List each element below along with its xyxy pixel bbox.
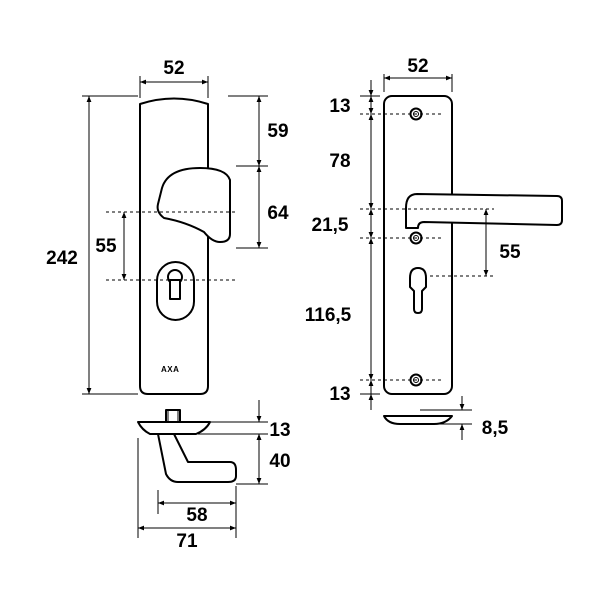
back-edge-thickness-label: 8,5 <box>482 418 509 439</box>
back-plate <box>383 95 453 395</box>
back-width-label: 52 <box>407 56 428 77</box>
back-view: 52 13 78 21,5 55 116,5 13 8,5 <box>305 56 563 440</box>
brand-mark: AXA <box>161 365 179 374</box>
bottom-spindle <box>165 409 181 423</box>
front-plate <box>139 97 209 395</box>
front-knob-height-label: 64 <box>267 203 289 224</box>
back-handle-screw-label: 21,5 <box>312 215 349 236</box>
back-center-distance-label: 55 <box>499 242 521 263</box>
back-handle-offset-label: 78 <box>329 151 350 172</box>
bottom-thickness-label: 13 <box>269 420 290 441</box>
profile-keyhole <box>409 267 427 314</box>
front-view: AXA 52 242 55 59 64 <box>46 58 289 395</box>
bottom-plate-section <box>137 421 211 435</box>
cylinder-cam <box>169 279 181 300</box>
bottom-projection-label: 40 <box>269 451 290 472</box>
bottom-knob-profile <box>157 433 237 483</box>
back-bottom-screw-label: 13 <box>329 384 350 405</box>
back-lower-screw-label: 116,5 <box>305 305 352 326</box>
front-height-label: 242 <box>46 248 78 269</box>
back-plate-edge <box>383 415 453 425</box>
bottom-inner-width-label: 58 <box>186 505 207 526</box>
front-top-offset-label: 59 <box>267 121 288 142</box>
knob-shape <box>156 167 231 243</box>
front-width-label: 52 <box>163 58 184 79</box>
back-top-screw-label: 13 <box>329 96 350 117</box>
front-center-distance-label: 55 <box>95 236 117 257</box>
lever-handle <box>405 193 563 229</box>
bottom-outer-width-label: 71 <box>176 531 198 552</box>
bottom-view: 13 40 58 71 <box>137 400 291 552</box>
